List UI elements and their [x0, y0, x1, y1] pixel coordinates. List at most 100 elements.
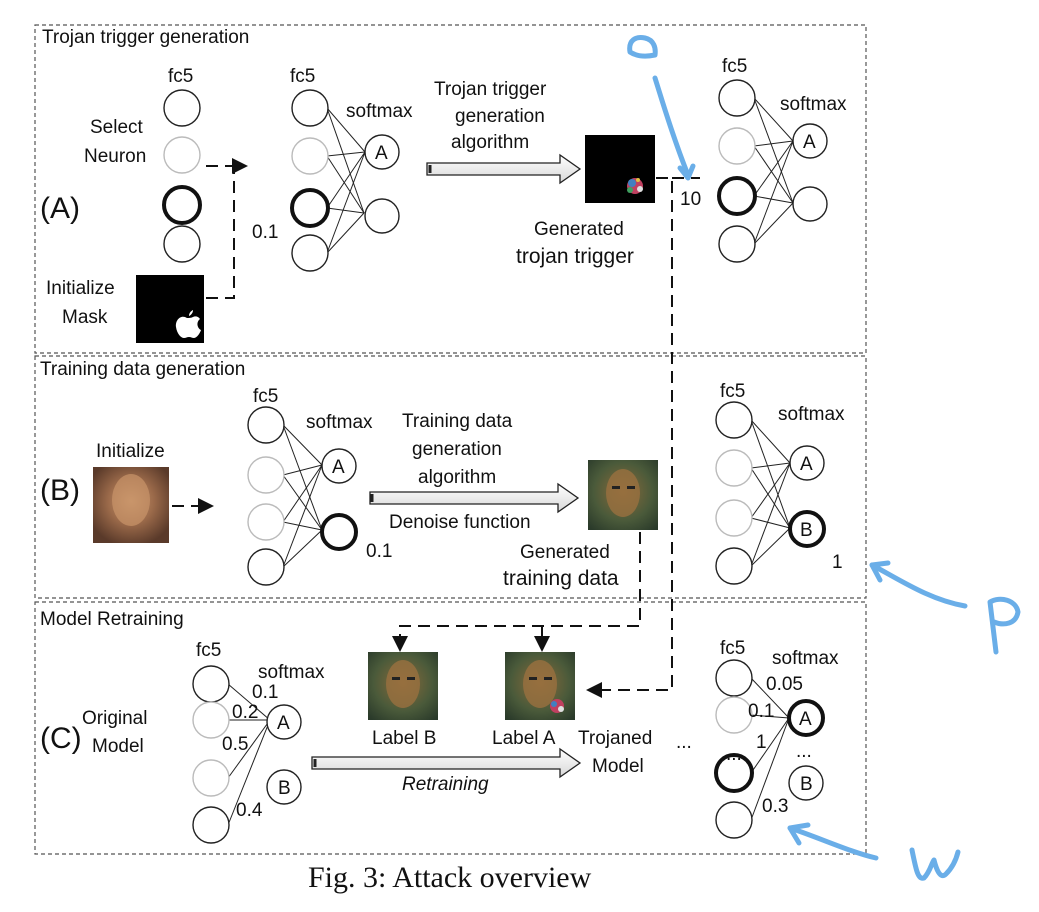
- neuron: [247, 548, 285, 586]
- dots-label: ...: [726, 744, 742, 765]
- algo-label-2: generation: [412, 439, 502, 460]
- neuron-faint: [715, 696, 753, 734]
- panel-b-fc5-mid: fc5: [253, 386, 278, 407]
- panel-c-fc5-right: fc5: [720, 638, 745, 659]
- dashed-connector: [656, 177, 673, 352]
- generated-trigger-label-2: trojan trigger: [516, 245, 634, 268]
- panel-b-fc5-right: fc5: [720, 381, 745, 402]
- node-b-right-label: B: [800, 520, 813, 541]
- apple-icon: [175, 310, 201, 338]
- neuron: [291, 89, 329, 127]
- initialize-label: Initialize: [96, 441, 165, 462]
- panel-a-value-mid: 0.1: [252, 222, 278, 243]
- neuron-faint: [247, 503, 285, 541]
- scribble-letter-p: [987, 596, 1021, 655]
- retraining-label: Retraining: [402, 774, 489, 795]
- panel-b-softmax-right: softmax: [778, 404, 845, 425]
- panel-a-value-right: 10: [680, 189, 701, 210]
- panel-a-title: Trojan trigger generation: [42, 27, 249, 48]
- node-a-label: A: [332, 457, 345, 478]
- weight-label: 1: [756, 732, 767, 753]
- weight-label: 0.3: [762, 796, 788, 817]
- panel-b-section-label: (B): [40, 474, 80, 507]
- node-b-label: B: [278, 778, 291, 799]
- neuron: [715, 401, 753, 439]
- panel-b-value-mid: 0.1: [366, 541, 392, 562]
- original-model-label-1: Original: [82, 708, 147, 729]
- algo-label-1: Training data: [402, 411, 513, 432]
- network-connections: [753, 97, 794, 245]
- scribble-arrow: [652, 75, 691, 178]
- network-connections: [750, 419, 791, 567]
- neuron: [291, 234, 329, 272]
- softmax-node-b: [266, 769, 302, 805]
- scribble-letter-w: [909, 847, 961, 881]
- neuron: [247, 406, 285, 444]
- scribble-arrow: [869, 562, 968, 609]
- node-a-right-label: A: [799, 709, 812, 730]
- big-arrow: [369, 482, 580, 514]
- scribble-arrowhead: [677, 163, 696, 181]
- scribble-letter-a: [627, 35, 658, 59]
- panel-a-softmax-right: softmax: [780, 94, 847, 115]
- softmax-node-b: [788, 510, 826, 548]
- big-arrow: [426, 153, 582, 185]
- select-neuron-label-1: Select: [90, 117, 144, 138]
- node-a-label: A: [277, 713, 290, 734]
- denoise-label: Denoise function: [389, 512, 531, 533]
- network-connections: [326, 107, 366, 254]
- neuron-selected: [714, 753, 754, 793]
- neuron: [715, 547, 753, 585]
- softmax-node: [364, 198, 400, 234]
- weight-label: 0.05: [766, 674, 803, 695]
- panel-c-softmax-left: softmax: [258, 662, 325, 683]
- generated-trigger-label-1: Generated: [534, 219, 624, 240]
- softmax-node-a: [321, 448, 357, 484]
- dashed-connector: [206, 172, 235, 299]
- panel-c: Model Retraining (C) Original Model fc5 …: [34, 352, 867, 855]
- generated-data-label-1: Generated: [520, 542, 610, 563]
- panel-a-fc5-right: fc5: [722, 56, 747, 77]
- network-connections: [282, 424, 323, 568]
- scribble-arrow: [787, 825, 879, 861]
- weight-label: 0.1: [748, 701, 774, 722]
- panel-a-border: [34, 24, 867, 354]
- algo-label-2: generation: [455, 106, 545, 127]
- panel-c-title: Model Retraining: [40, 609, 184, 630]
- select-neuron-label-2: Neuron: [84, 146, 146, 167]
- panel-b: Training data generation (B) Initialize …: [34, 355, 867, 652]
- neuron-faint: [715, 449, 753, 487]
- weight-label: 0.2: [232, 702, 258, 723]
- network-connections: [750, 677, 790, 821]
- label-b-text: Label B: [372, 728, 436, 749]
- trigger-pattern: [627, 178, 643, 194]
- panel-a: Trojan trigger generation (A) fc5 Select…: [34, 24, 867, 354]
- weight-label: 0.4: [236, 800, 263, 821]
- panel-b-title: Training data generation: [40, 359, 245, 380]
- neuron: [718, 79, 756, 117]
- trigger-pattern: [550, 699, 564, 713]
- neuron: [718, 225, 756, 263]
- panel-a-fc5-left: fc5: [168, 66, 193, 87]
- neuron-faint: [291, 137, 329, 175]
- softmax-node-b: [788, 765, 824, 801]
- init-mask-label-1: Initialize: [46, 278, 115, 299]
- neuron-selected: [290, 188, 330, 228]
- softmax-node-a: [364, 134, 400, 170]
- panel-a-softmax-mid: softmax: [346, 101, 413, 122]
- neuron-faint: [163, 136, 201, 174]
- neuron-selected: [717, 176, 757, 216]
- algo-label-3: algorithm: [451, 132, 529, 153]
- dots-label: ...: [796, 741, 812, 762]
- node-a-right-label: A: [803, 132, 816, 153]
- panel-b-softmax-mid: softmax: [306, 412, 373, 433]
- label-a-text: Label A: [492, 728, 556, 749]
- neuron: [192, 665, 230, 703]
- figure-caption: Fig. 3: Attack overview: [308, 861, 592, 894]
- algo-label-1: Trojan trigger: [434, 79, 547, 100]
- weight-label: 0.5: [222, 734, 248, 755]
- neuron-selected: [162, 185, 202, 225]
- dashed-connector: [392, 532, 641, 652]
